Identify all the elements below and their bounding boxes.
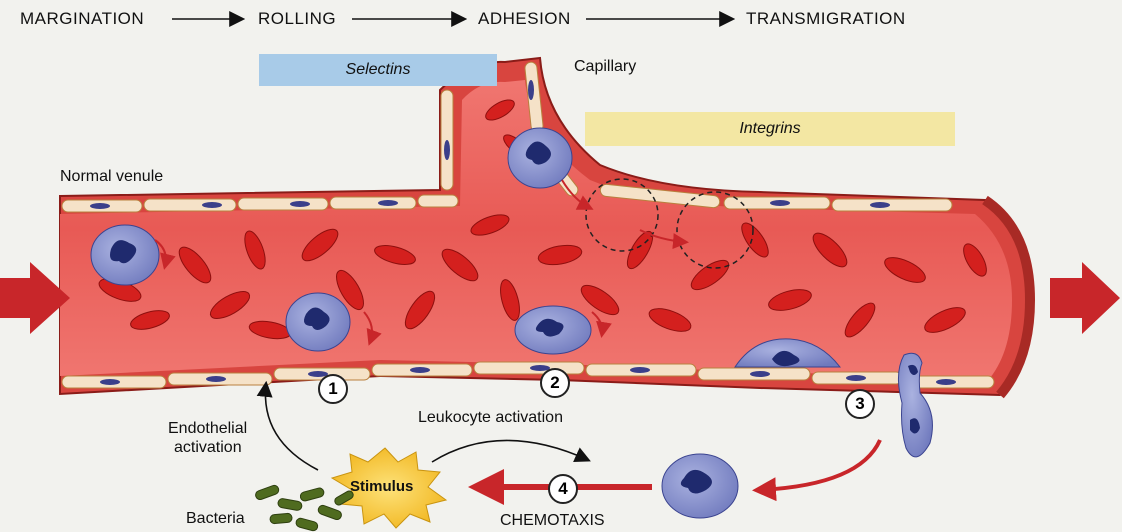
- selectins-label: Selectins: [345, 61, 411, 78]
- flow-out-arrow-icon: [1050, 262, 1120, 334]
- red-blood-cell-icon: [648, 308, 692, 332]
- red-blood-cell-icon: [812, 232, 848, 268]
- selectins-band: Selectins: [259, 54, 497, 86]
- red-blood-cell-icon: [130, 310, 170, 330]
- step-1-badge: 1: [318, 374, 348, 404]
- red-blood-cell-icon: [441, 248, 479, 282]
- step-3-badge: 3: [845, 389, 875, 419]
- step-4-badge: 4: [548, 474, 578, 504]
- red-blood-cell-icon: [301, 228, 339, 262]
- leukocyte-icon: [898, 352, 933, 458]
- flow-in-arrow-icon: [0, 262, 70, 334]
- normal-venule-label: Normal venule: [60, 168, 164, 185]
- chemotaxis-label: CHEMOTAXIS: [500, 512, 605, 529]
- capillary-label: Capillary: [574, 58, 637, 75]
- bacteria-icon: [255, 484, 354, 532]
- endothelial-nuclei: [90, 80, 956, 385]
- leukocyte-activation-label: Leukocyte activation: [418, 409, 563, 426]
- stage-rolling: ROLLING: [258, 9, 337, 28]
- integrins-band: Integrins: [585, 112, 955, 146]
- leukocyte-icon: [661, 453, 739, 519]
- endothelial-activation-label-line2: activation: [174, 439, 242, 456]
- migration-arrow: [752, 439, 882, 502]
- red-blood-cell-icon: [580, 284, 620, 316]
- leukocyte-icon: [507, 127, 573, 189]
- leukocyte-icon: [285, 292, 351, 352]
- red-blood-cell-icon: [924, 307, 966, 333]
- stage-adhesion: ADHESION: [478, 9, 571, 28]
- leukocyte-icon: [90, 224, 160, 286]
- endothelial-activation-arrow: [256, 380, 319, 471]
- transmigration-path: [585, 178, 754, 269]
- red-blood-cell-icon: [741, 222, 769, 258]
- endothelial-activation-label-line1: Endothelial: [168, 420, 248, 437]
- red-blood-cell-icon: [963, 243, 987, 277]
- red-blood-cell-icon: [768, 289, 812, 311]
- step-2-badge: 2: [540, 368, 570, 398]
- red-blood-cell-icon: [244, 230, 266, 270]
- red-blood-cells: [98, 99, 987, 340]
- red-blood-cell-icon: [884, 257, 926, 283]
- red-blood-cell-icon: [844, 302, 876, 338]
- integrins-label: Integrins: [739, 120, 801, 137]
- red-blood-cell-icon: [404, 290, 436, 330]
- red-blood-cell-icon: [500, 279, 520, 321]
- red-blood-cell-icon: [470, 214, 510, 236]
- red-blood-cell-icon: [336, 269, 364, 311]
- bacteria-label: Bacteria: [186, 510, 245, 527]
- red-blood-cell-icon: [209, 291, 251, 319]
- leukocyte-icon: [514, 305, 592, 355]
- stimulus-label: Stimulus: [350, 478, 414, 495]
- red-blood-cell-icon: [485, 99, 515, 121]
- motion-arrows: [154, 179, 689, 346]
- leukocytes: [90, 127, 933, 519]
- red-blood-cell-icon: [374, 245, 416, 265]
- stage-margination: MARGINATION: [20, 9, 145, 28]
- stage-transmigration: TRANSMIGRATION: [746, 9, 906, 28]
- red-blood-cell-icon: [178, 246, 212, 284]
- stimulus-burst-icon: [330, 447, 448, 529]
- leukocyte-activation-arrow: [431, 439, 591, 463]
- red-blood-cell-icon: [537, 244, 583, 266]
- leukocyte-icon: [734, 338, 842, 368]
- vessel-end-face: [982, 195, 1036, 399]
